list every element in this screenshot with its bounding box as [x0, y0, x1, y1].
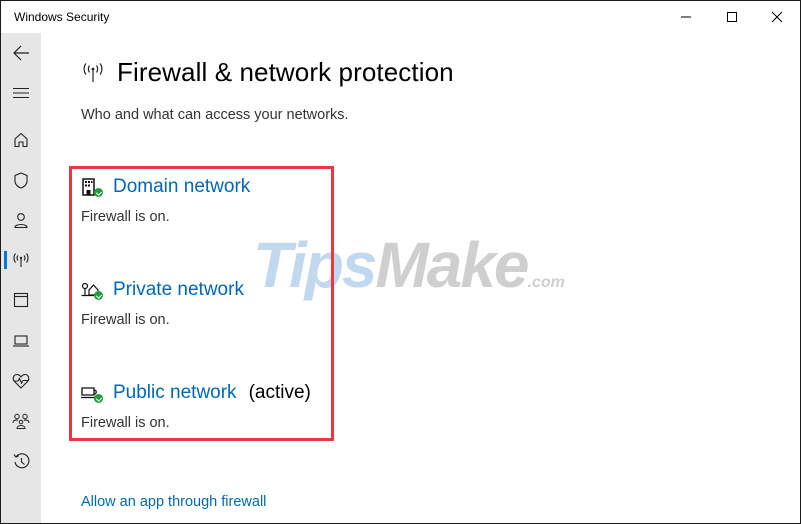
active-network-badge: (active): [248, 382, 311, 403]
domain-network-row: Domain network: [81, 176, 250, 198]
highlight-box: [69, 166, 334, 441]
public-network-status: Firewall is on.: [81, 415, 170, 431]
watermark-part3: .com: [527, 274, 565, 291]
sidebar-item-protection-history[interactable]: [1, 441, 41, 481]
sidebar-item-app-browser-control[interactable]: [1, 280, 41, 320]
sidebar: [1, 33, 41, 523]
app-window-icon: [13, 292, 29, 308]
sidebar-item-device-health[interactable]: [1, 361, 41, 401]
sidebar-item-account-protection[interactable]: [1, 200, 41, 240]
laptop-icon: [13, 335, 29, 347]
title-bar: Windows Security: [1, 1, 800, 33]
domain-building-icon: [81, 177, 103, 197]
window-title: Windows Security: [14, 10, 110, 24]
check-badge-icon: [94, 188, 103, 197]
allow-app-through-firewall-link[interactable]: Allow an app through firewall: [81, 494, 267, 510]
minimize-icon: [681, 16, 691, 18]
sidebar-item-virus-protection[interactable]: [1, 160, 41, 200]
page-subtitle: Who and what can access your networks.: [81, 107, 349, 123]
wireless-antenna-icon: [83, 62, 103, 82]
home-icon: [14, 132, 28, 148]
maximize-button[interactable]: [709, 1, 755, 33]
sidebar-item-home[interactable]: [1, 120, 41, 160]
close-icon: [771, 11, 783, 23]
domain-network-status: Firewall is on.: [81, 209, 170, 225]
private-network-link[interactable]: Private network: [113, 279, 244, 300]
hamburger-menu-icon: [13, 88, 29, 98]
public-network-row: Public network (active): [81, 382, 311, 404]
sidebar-item-family-options[interactable]: [1, 401, 41, 441]
watermark-part2: Make: [375, 229, 529, 301]
page-title: Firewall & network protection: [117, 57, 454, 87]
check-badge-icon: [94, 291, 103, 300]
main-content: TipsMake.com Firewall & network protecti…: [41, 33, 800, 523]
wireless-antenna-icon: [13, 253, 29, 267]
public-network-icon: [81, 383, 103, 403]
shield-icon: [14, 171, 28, 189]
domain-network-link[interactable]: Domain network: [113, 176, 251, 197]
check-badge-icon: [94, 394, 103, 403]
private-network-row: Private network: [81, 279, 244, 301]
sidebar-item-firewall[interactable]: [1, 240, 41, 280]
family-icon: [12, 413, 30, 429]
page-header: Firewall & network protection: [81, 57, 454, 88]
history-icon: [13, 452, 29, 468]
close-button[interactable]: [754, 1, 800, 33]
private-home-network-icon: [81, 280, 103, 300]
sidebar-item-device-security[interactable]: [1, 321, 41, 361]
minimize-button[interactable]: [663, 1, 709, 33]
private-network-status: Firewall is on.: [81, 312, 170, 328]
heart-pulse-icon: [12, 373, 30, 389]
maximize-icon: [727, 12, 737, 22]
back-arrow-icon: [13, 45, 29, 61]
person-icon: [14, 212, 28, 228]
active-indicator: [4, 251, 7, 269]
hamburger-menu-button[interactable]: [1, 73, 41, 113]
back-button[interactable]: [1, 33, 41, 73]
public-network-link[interactable]: Public network: [113, 382, 237, 403]
